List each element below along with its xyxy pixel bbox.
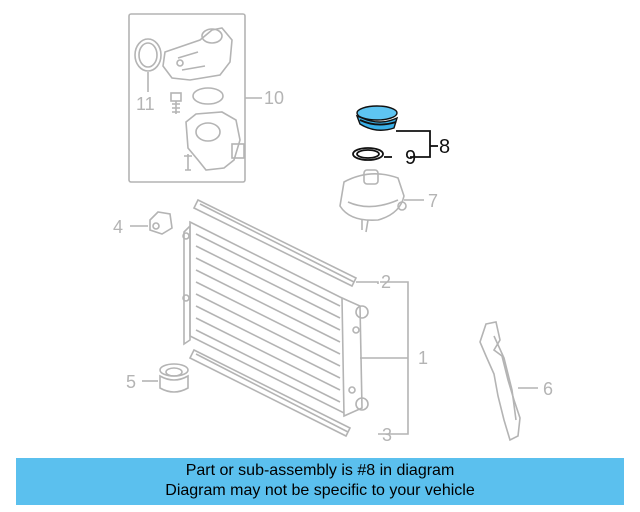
callout-3: 3 [382, 425, 392, 445]
radiator-fins [195, 233, 341, 403]
cap-top [356, 105, 398, 121]
radiator-cap[interactable] [355, 105, 399, 131]
lower-seal-strip [188, 348, 352, 438]
upper-housing [162, 27, 233, 81]
bracket-1-3 [378, 281, 409, 435]
leader-8 [396, 130, 431, 158]
banner-line-1: Part or sub-assembly is #8 in diagram [185, 462, 455, 479]
radiator [182, 220, 408, 418]
bolt-11 [170, 92, 182, 114]
rubber-mount-5 [142, 363, 189, 393]
gasket-ring-top [134, 38, 162, 72]
callout-1: 1 [418, 348, 428, 368]
callout-5: 5 [126, 372, 136, 392]
callout-9: 9 [405, 147, 416, 169]
callout-6: 6 [543, 379, 553, 399]
callout-7: 7 [428, 191, 438, 211]
info-banner: Part or sub-assembly is #8 in diagram Di… [16, 458, 624, 505]
side-bracket-6 [479, 321, 538, 442]
callout-4: 4 [113, 217, 123, 237]
callout-11: 11 [136, 94, 155, 114]
cap-gasket[interactable] [352, 147, 384, 161]
expansion-tank [339, 169, 424, 233]
upper-seal-strip [192, 198, 379, 288]
thermostat-housing-group [128, 13, 262, 183]
callout-8: 8 [439, 136, 450, 158]
small-bolt [184, 154, 192, 171]
callout-10: 10 [264, 88, 284, 108]
mount-bushing-4 [130, 211, 173, 235]
banner-line-2: Diagram may not be specific to your vehi… [165, 482, 475, 499]
o-ring-middle [192, 87, 224, 105]
